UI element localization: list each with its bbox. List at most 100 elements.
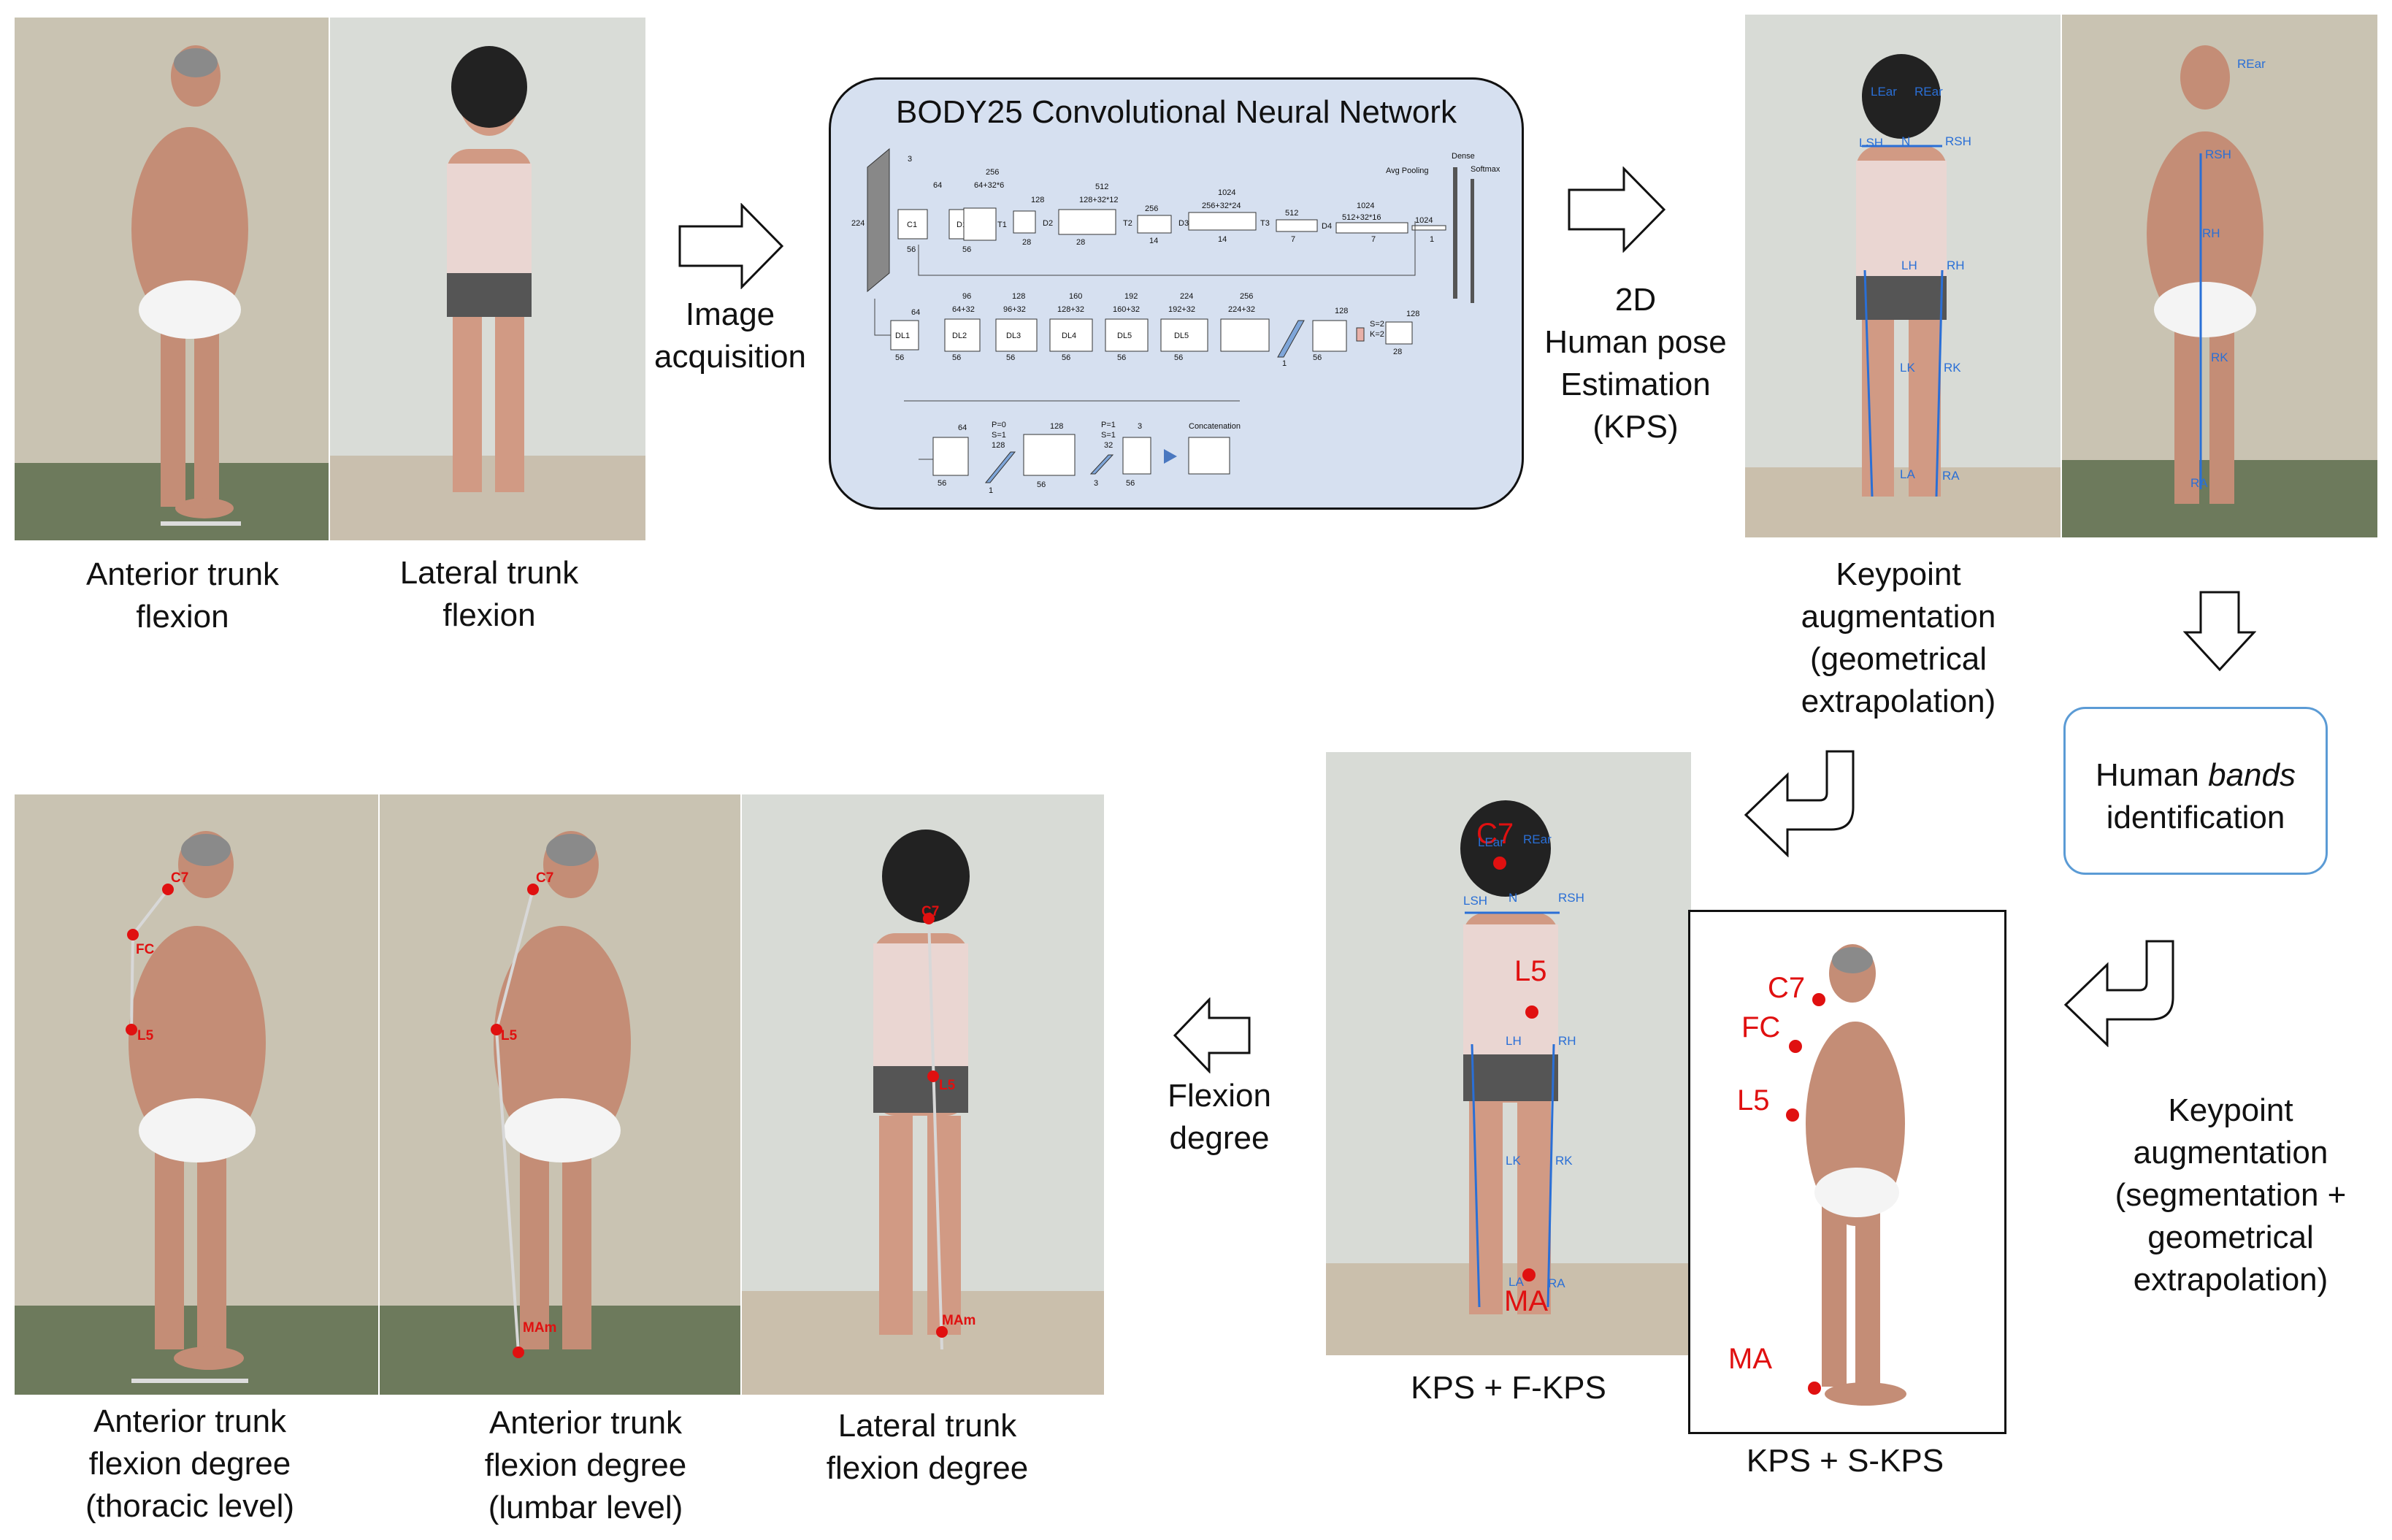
kp-la: LA: [1900, 467, 1915, 481]
photo-anterior-flexion: [15, 18, 329, 540]
svg-text:DL1: DL1: [895, 332, 910, 340]
label-avgpool: Avg Pooling: [1386, 166, 1429, 175]
kp-fkps-lsh: LSH: [1463, 894, 1488, 908]
svg-text:S=1: S=1: [992, 431, 1006, 440]
svg-text:3: 3: [1138, 422, 1142, 431]
kp-fkps-ma: MA: [1504, 1285, 1548, 1317]
label-n512: 512: [1095, 183, 1108, 191]
kp-lk: LK: [1900, 361, 1915, 375]
right-arrow-icon: [678, 203, 784, 289]
svg-text:7: 7: [1291, 235, 1295, 244]
kp-lh: LH: [1901, 258, 1917, 272]
kp-side-ra: RA: [2190, 476, 2208, 490]
svg-text:56: 56: [1006, 353, 1015, 362]
label-n64x32x6: 64+32*6: [974, 181, 1004, 190]
kp-thoracic-l5: L5: [137, 1028, 154, 1043]
label-d2: D2: [1043, 219, 1053, 228]
return-arrow-icon: [1744, 749, 1858, 857]
svg-text:Concatenation: Concatenation: [1189, 422, 1241, 431]
svg-text:1: 1: [1430, 235, 1434, 244]
kp-thoracic-c7: C7: [171, 870, 189, 886]
photo-lumbar-degree: C7 L5 MAm: [380, 794, 740, 1395]
svg-text:14: 14: [1218, 235, 1227, 244]
label-n1024c: 1024: [1415, 216, 1433, 225]
right-arrow-icon-2: [1567, 166, 1666, 253]
label-dense: Dense: [1452, 152, 1475, 161]
photo-kps-back: LEar REar LSH N RSH LH RH LK RK LA RA: [1745, 15, 2061, 537]
label-t3: T3: [1260, 219, 1270, 228]
kp-fkps-rk: RK: [1555, 1154, 1573, 1168]
kp-lsh: LSH: [1859, 136, 1884, 150]
human-bands-identification-box: Human bands identification: [2063, 707, 2328, 875]
label-d4: D4: [1322, 222, 1332, 231]
svg-text:64: 64: [911, 308, 920, 317]
svg-text:P=0: P=0: [992, 421, 1006, 429]
svg-text:96+32: 96+32: [1003, 305, 1026, 314]
photo-thoracic-degree: C7 FC L5: [15, 794, 378, 1395]
label-c1: C1: [907, 221, 917, 229]
svg-text:56: 56: [952, 353, 961, 362]
kp-ra: RA: [1942, 469, 1960, 483]
svg-text:32: 32: [1104, 441, 1113, 450]
kp-skps-l5: L5: [1737, 1084, 1770, 1116]
kp-skps-c7: C7: [1768, 972, 1806, 1004]
svg-text:128: 128: [1406, 310, 1419, 318]
svg-text:1: 1: [989, 486, 993, 495]
label-input-c: 3: [908, 155, 912, 164]
kp-side-rk: RK: [2211, 350, 2228, 364]
svg-text:128: 128: [992, 441, 1005, 450]
svg-text:DL5: DL5: [1117, 332, 1132, 340]
kp-thoracic-fc: FC: [136, 942, 155, 957]
label-n256a: 256: [986, 168, 999, 177]
skps-box: C7 FC L5 MA: [1688, 910, 2006, 1434]
label-n1024a: 1024: [1218, 188, 1235, 197]
kp-lumbar-l5: L5: [501, 1028, 518, 1043]
svg-text:56: 56: [1062, 353, 1070, 362]
svg-text:7: 7: [1371, 235, 1376, 244]
caption-kps-fkps: KPS + F-KPS: [1411, 1370, 1606, 1406]
label-t2: T2: [1123, 219, 1132, 228]
label-input-w: 224: [851, 219, 865, 228]
svg-text:56: 56: [907, 245, 916, 254]
svg-text:56: 56: [1126, 479, 1135, 488]
svg-text:192+32: 192+32: [1168, 305, 1195, 314]
svg-text:160+32: 160+32: [1113, 305, 1140, 314]
svg-text:DL2: DL2: [952, 332, 967, 340]
label-n128: 128: [1031, 196, 1044, 204]
label-n256x32x24: 256+32*24: [1202, 202, 1241, 210]
svg-text:28: 28: [1022, 238, 1031, 247]
svg-text:S=2: S=2: [1370, 320, 1384, 329]
kp-lateral-l5: L5: [939, 1078, 956, 1093]
svg-text:64: 64: [958, 424, 967, 432]
cnn-architecture-diagram: 224 3 C1 64 D1 256 64+32*6 T1 128 D2 512…: [851, 148, 1500, 495]
kp-fkps-c7: C7: [1476, 818, 1514, 850]
label-n64: 64: [933, 181, 942, 190]
label-softmax: Softmax: [1471, 165, 1500, 174]
svg-text:128: 128: [1050, 422, 1063, 431]
photo-fkps: C7 LEar REar LSH N RSH L5 LH RH LK RK LA…: [1326, 752, 1691, 1355]
svg-text:28: 28: [1393, 348, 1402, 356]
label-n512b: 512: [1285, 209, 1298, 218]
photo-kps-side: REar RSH RH RK RA: [2062, 15, 2377, 537]
kp-fkps-la: LA: [1509, 1275, 1524, 1289]
svg-text:28: 28: [1076, 238, 1085, 247]
return-arrow-icon-2: [2063, 939, 2177, 1047]
kp-skps-ma: MA: [1728, 1343, 1772, 1375]
label-d3: D3: [1178, 219, 1189, 228]
svg-text:128+32: 128+32: [1057, 305, 1084, 314]
svg-text:P=1: P=1: [1101, 421, 1116, 429]
kp-fkps-l5: L5: [1514, 955, 1547, 987]
kp-lateral-ma: MAm: [942, 1313, 976, 1328]
svg-text:1: 1: [1282, 359, 1287, 368]
svg-text:S=1: S=1: [1101, 431, 1116, 440]
caption-kps-skps: KPS + S-KPS: [1746, 1443, 1944, 1479]
kp-lumbar-c7: C7: [536, 870, 554, 886]
kp-lear: LEar: [1871, 85, 1897, 99]
kp-n: N: [1901, 134, 1911, 148]
